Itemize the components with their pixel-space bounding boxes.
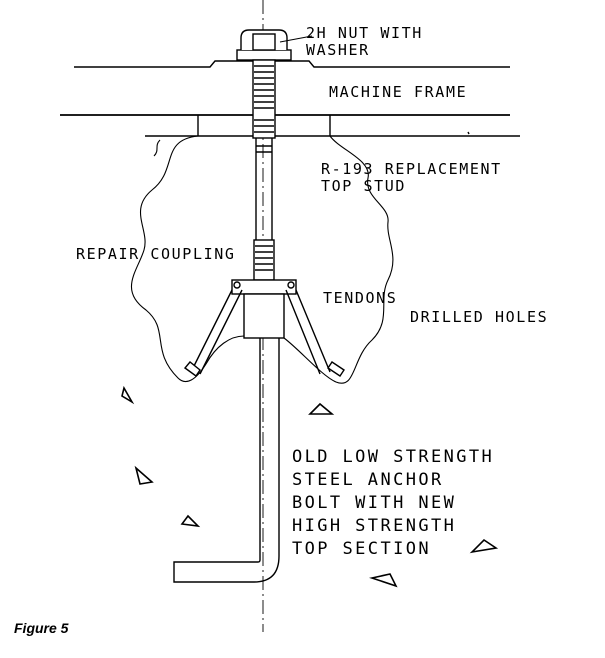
leader-lines: [279, 35, 313, 43]
drilled-holes: [130, 135, 394, 384]
concrete-aggregate: [121, 385, 499, 588]
tendons: [183, 289, 345, 377]
replacement-stud-shaft: [255, 138, 273, 240]
hex-nut-with-washer: [236, 29, 292, 61]
repair-coupling: [253, 239, 275, 281]
replacement-stud-label-line-2: TOP STUD: [321, 177, 406, 195]
tendon-plate: [231, 279, 297, 339]
anchor-note-line-4: HIGH STRENGTH: [292, 516, 456, 536]
anchor-note-line-2: STEEL ANCHOR: [292, 470, 444, 490]
threaded-top-stud: [252, 59, 276, 139]
replacement-stud-label-line-1: R-193 REPLACEMENT: [321, 160, 502, 178]
repair-coupling-label: REPAIR COUPLING: [76, 245, 235, 263]
anchor-note-line-5: TOP SECTION: [292, 539, 431, 559]
figure-caption: Figure 5: [14, 620, 69, 636]
nut-label-line-1: 2H NUT WITH: [306, 24, 423, 42]
old-anchor-bolt: [173, 338, 280, 583]
machine-frame-label: MACHINE FRAME: [329, 83, 467, 101]
drilled-holes-label: DRILLED HOLES: [410, 308, 548, 326]
anchor-note-line-3: BOLT WITH NEW: [292, 493, 456, 513]
anchor-note-line-1: OLD LOW STRENGTH: [292, 447, 494, 467]
nut-label-line-2: WASHER: [306, 41, 370, 59]
tendons-label: TENDONS: [323, 289, 397, 307]
